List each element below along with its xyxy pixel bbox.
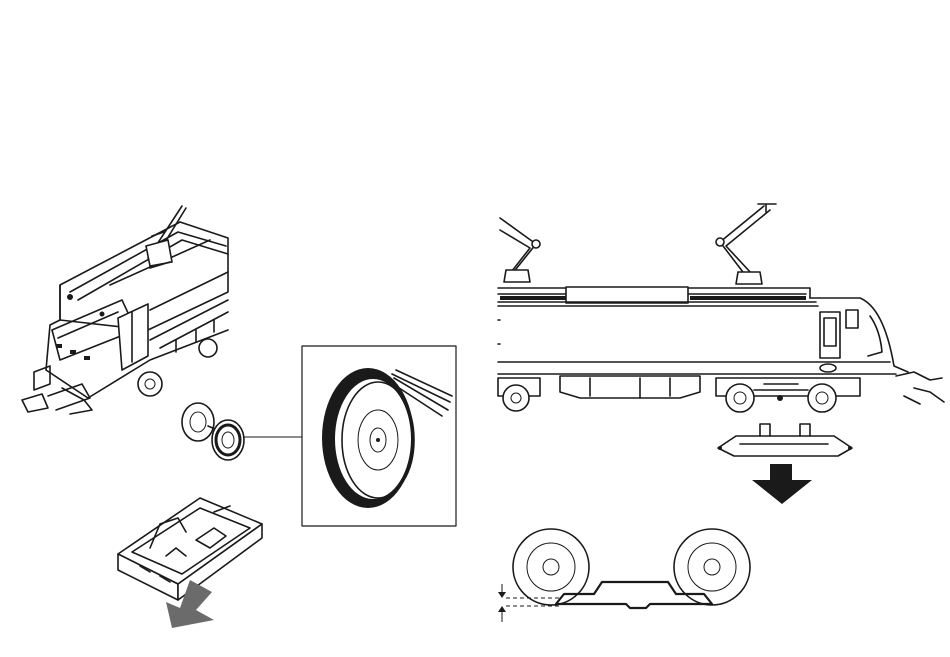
traction-tire-inset bbox=[302, 346, 456, 526]
down-arrow-right-icon bbox=[752, 464, 812, 504]
wheelset-part bbox=[182, 403, 302, 460]
bogie-cover-right bbox=[718, 424, 852, 456]
locomotive-front-view bbox=[22, 206, 228, 414]
wheel-clearance-section bbox=[498, 529, 750, 622]
locomotive-side-view bbox=[498, 204, 944, 412]
